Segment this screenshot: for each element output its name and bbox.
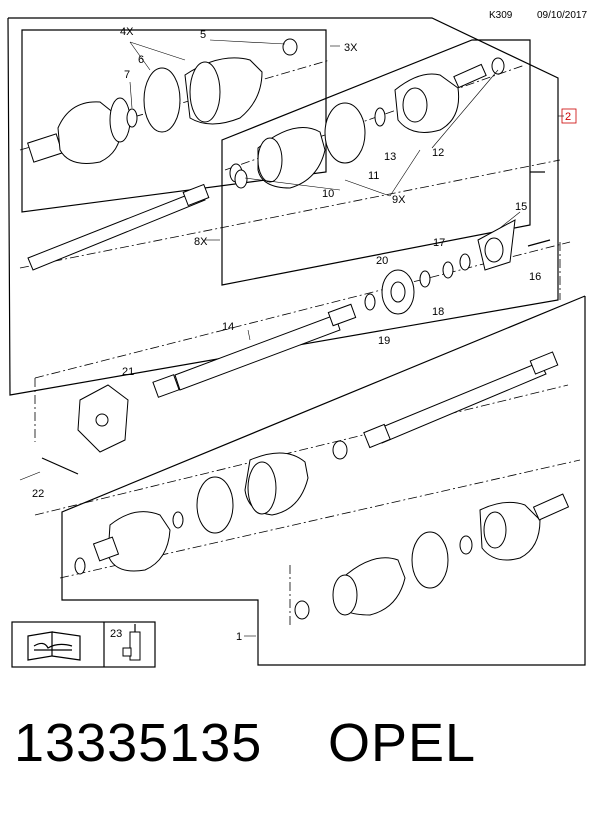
callout-13: 13: [384, 151, 396, 163]
callout-21: 21: [122, 366, 134, 378]
callout-18: 18: [432, 306, 444, 318]
inner-cv-joint-lower: [92, 511, 171, 572]
shaft-bracket-21: [77, 384, 129, 453]
callout-4x: 4X: [120, 26, 134, 38]
circlip-17: [459, 253, 471, 271]
callout-9x: 9X: [392, 194, 406, 206]
callout-19: 19: [378, 335, 390, 347]
seal-ring: [491, 57, 505, 75]
clamp-lower-a: [332, 440, 348, 460]
callout-10: 10: [322, 188, 334, 200]
outer-cv-joint-top: [27, 97, 131, 164]
callout-6: 6: [138, 54, 144, 66]
assembly-frame-2: [7, 17, 559, 396]
clamp-band-11: [324, 102, 366, 164]
callout-23: 23: [110, 628, 122, 640]
clamp-band-6: [143, 67, 181, 133]
boot-lower: [244, 452, 309, 516]
clamp-lower-d: [294, 600, 310, 620]
bearing-bracket-15: [477, 219, 516, 271]
callout-15: 15: [515, 201, 527, 213]
callout-11: 11: [368, 170, 379, 182]
outer-cv-joint-lower: [479, 493, 570, 561]
callout-20: 20: [376, 255, 388, 267]
clamp-lower-c: [459, 535, 473, 555]
bearing-19: [381, 269, 415, 315]
assembly-box-1: [61, 295, 586, 666]
callout-7: 7: [124, 69, 130, 81]
bolt-22: [41, 457, 79, 475]
kit-box-3x: [21, 29, 327, 213]
diagram-date: 09/10/2017: [537, 10, 588, 21]
callout-22: 22: [32, 488, 44, 500]
clamp-5: [282, 38, 298, 56]
part-number: 13335135: [14, 713, 263, 773]
callout-12: 12: [432, 147, 444, 159]
tripod-housing-12: [394, 63, 487, 133]
circlip-13: [374, 107, 386, 127]
bolt-16: [527, 239, 551, 247]
ring-lower: [74, 557, 86, 575]
brand-name: OPEL: [328, 713, 477, 773]
intermediate-shaft-14: [152, 303, 357, 398]
boot-lower-2: [332, 557, 406, 616]
ring-18: [442, 261, 454, 279]
clamp-band-lower: [196, 476, 234, 534]
clamp-10b: [234, 169, 248, 189]
legend-box: 23: [11, 621, 156, 668]
boot-middle: [257, 127, 326, 189]
callout-14: 14: [222, 321, 234, 333]
shaft-top: [27, 183, 210, 271]
callout-1: 1: [236, 631, 242, 643]
callout-5: 5: [200, 29, 206, 41]
manual-book-icon: [27, 631, 81, 661]
ring-small: [419, 270, 431, 288]
callout-8x: 8X: [194, 236, 208, 248]
clamp-band-lower-2: [411, 531, 449, 589]
callout-17: 17: [433, 237, 445, 249]
shaft-lower: [363, 351, 559, 449]
diagram-ref-code: K309: [489, 10, 513, 21]
callout-16: 16: [529, 271, 541, 283]
boot-top: [184, 57, 263, 125]
callout-3x: 3X: [344, 42, 358, 54]
kit-box-8x: [221, 39, 531, 286]
exploded-drive-shaft-diagram: 4X 5 6 7 3X 2 13 12 11 10 9X 8X 15 17 16…: [7, 17, 586, 668]
clamp-ring-7: [126, 108, 138, 128]
circlip-20: [364, 293, 376, 311]
callout-2: 2: [565, 111, 571, 123]
clamp-lower-b: [172, 511, 184, 529]
grease-tube-icon: [122, 624, 141, 661]
